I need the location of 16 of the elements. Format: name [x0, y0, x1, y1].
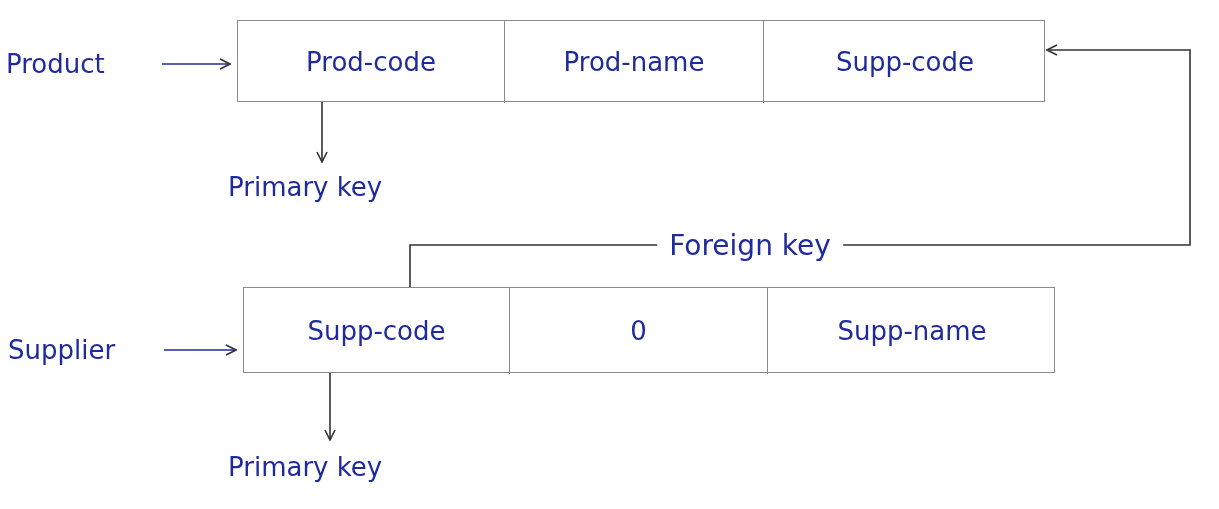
arrow	[161, 58, 231, 70]
arrow	[163, 344, 237, 356]
node-text: 0	[630, 316, 647, 346]
node-text: Supp-code	[307, 316, 446, 346]
node-text: Supp-name	[837, 316, 987, 346]
node-text: Primary key	[228, 452, 383, 482]
table-row	[243, 287, 1055, 373]
node-text: Supp-code	[835, 47, 975, 77]
table-row	[237, 20, 1045, 102]
arrow	[316, 101, 328, 163]
node-text: Prod-name	[563, 47, 705, 77]
arrow	[324, 372, 336, 441]
node-text: Primary key	[228, 172, 383, 202]
node-text: Supplier	[8, 335, 116, 365]
node-text: Prod-code	[306, 47, 436, 77]
node-text: Product	[6, 49, 105, 79]
